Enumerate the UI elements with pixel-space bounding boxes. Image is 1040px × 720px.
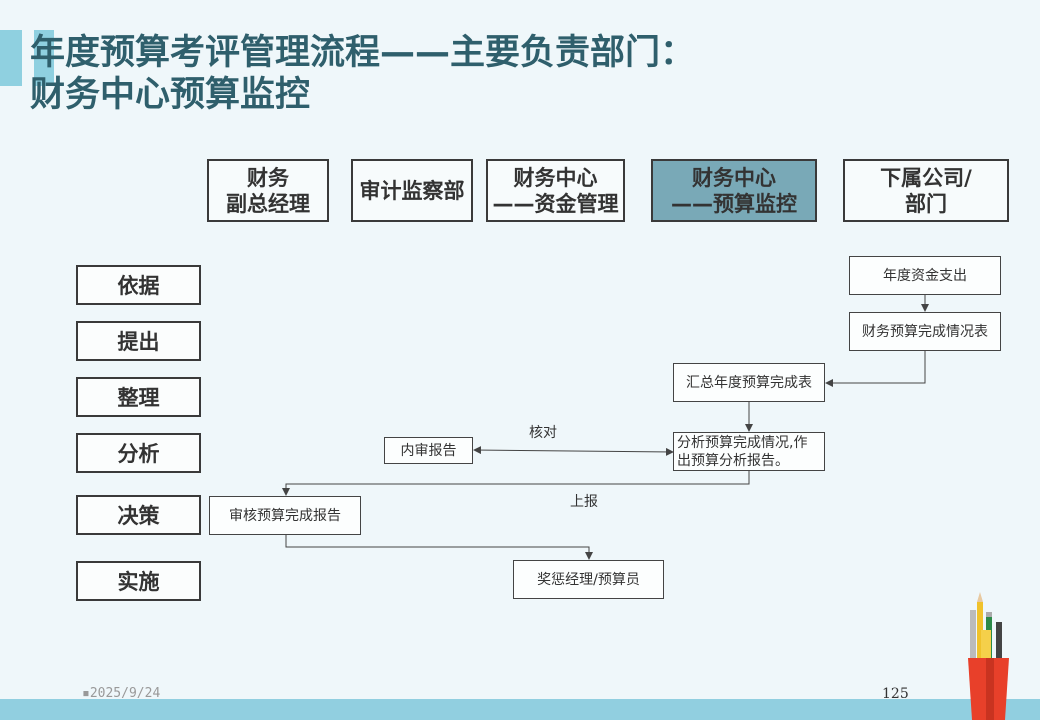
node-analysis-report: 分析预算完成情况,作出预算分析报告。 xyxy=(673,432,825,471)
pencil-cup-icon xyxy=(968,592,1009,720)
dept-header-subsidiaries: 下属公司/ 部门 xyxy=(843,159,1009,222)
dept-header-fund-management: 财务中心 ——资金管理 xyxy=(486,159,625,222)
edge-report-up xyxy=(282,471,750,496)
stage-organize: 整理 xyxy=(76,377,201,417)
node-completion-table: 财务预算完成情况表 xyxy=(849,312,1001,351)
dept-header-line: 财务 xyxy=(247,165,289,190)
title-line-1: 年度预算考评管理流程——主要负责部门： xyxy=(30,33,696,73)
dept-header-line: ——资金管理 xyxy=(492,191,619,216)
edge-verify-audit xyxy=(473,446,674,456)
footer-date-value: 2025/9/24 xyxy=(89,686,161,701)
title-line-2: 财务中心预算监控 xyxy=(30,75,311,115)
dept-header-line: 下属公司/ xyxy=(880,165,972,190)
dept-header-line: 部门 xyxy=(904,191,947,216)
stage-decide: 决策 xyxy=(76,495,201,535)
title-accent-bar xyxy=(0,30,22,86)
edge-review-to-reward xyxy=(285,535,593,560)
edge-label-report-up: 上报 xyxy=(570,494,598,510)
dept-header-audit: 审计监察部 xyxy=(351,159,473,222)
title-accent-bar xyxy=(34,30,54,86)
dept-header-vp-finance: 财务 副总经理 xyxy=(207,159,329,222)
edge-label-verify: 核对 xyxy=(529,425,557,441)
edge-completion-to-summary xyxy=(825,351,926,387)
stage-implement: 实施 xyxy=(76,561,201,601)
node-review-report: 审核预算完成报告 xyxy=(209,496,361,535)
stage-basis: 依据 xyxy=(76,265,201,305)
dept-header-line: 财务中心 xyxy=(513,165,598,190)
dept-header-line: ——预算监控 xyxy=(671,191,797,216)
node-reward-penalty: 奖惩经理/预算员 xyxy=(513,560,664,599)
dept-header-budget-monitoring: 财务中心 ——预算监控 xyxy=(651,159,817,222)
page-number: 125 xyxy=(882,686,909,702)
page-title: 年度预算考评管理流程——主要负责部门： 财务中心预算监控 xyxy=(30,32,695,116)
footer-date: ▪2025/9/24 xyxy=(82,686,161,701)
node-annual-spend: 年度资金支出 xyxy=(849,256,1001,295)
node-internal-audit-report: 内审报告 xyxy=(384,437,473,464)
dept-header-line: 审计监察部 xyxy=(359,178,465,203)
dept-header-line: 财务中心 xyxy=(692,165,776,190)
stage-analyze: 分析 xyxy=(76,433,201,473)
dept-header-line: 副总经理 xyxy=(226,191,310,216)
footer-bar xyxy=(0,699,1040,720)
stage-propose: 提出 xyxy=(76,321,201,361)
node-summary-table: 汇总年度预算完成表 xyxy=(673,363,825,402)
